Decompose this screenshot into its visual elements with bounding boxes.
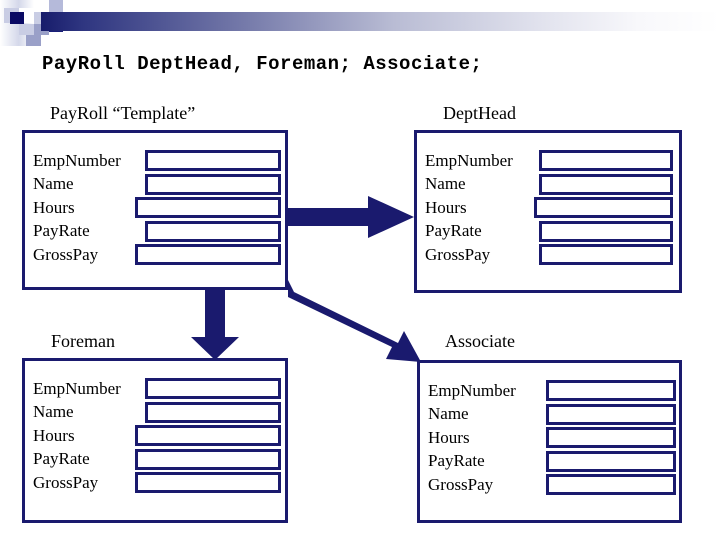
field-input-grosspay[interactable]: [546, 474, 676, 496]
class-box-associate[interactable]: EmpNumber Name Hours PayRate GrossPay: [417, 360, 682, 523]
field-row[interactable]: Name: [33, 401, 281, 425]
field-input-empnumber[interactable]: [145, 150, 281, 172]
field-input-grosspay[interactable]: [539, 244, 673, 266]
field-list-depthead: EmpNumber Name Hours PayRate GrossPay: [425, 149, 673, 267]
field-label: EmpNumber: [33, 150, 121, 170]
field-input-name[interactable]: [539, 173, 673, 195]
field-input-name[interactable]: [145, 173, 281, 195]
class-label-payroll: PayRoll “Template”: [50, 103, 196, 123]
slide-header-decoration: [0, 0, 720, 46]
field-label: Hours: [425, 197, 467, 217]
field-row[interactable]: Hours: [425, 196, 673, 220]
class-label-depthead: DeptHead: [443, 103, 516, 123]
field-row[interactable]: GrossPay: [33, 243, 281, 267]
class-box-foreman[interactable]: EmpNumber Name Hours PayRate GrossPay: [22, 358, 288, 523]
field-label: PayRate: [428, 451, 485, 471]
field-label: EmpNumber: [428, 380, 516, 400]
field-label: Name: [33, 402, 74, 422]
decoration-square-10: [26, 35, 41, 46]
field-row[interactable]: GrossPay: [428, 473, 676, 497]
class-box-payroll[interactable]: EmpNumber Name Hours PayRate GrossPay: [22, 130, 288, 290]
field-input-hours[interactable]: [135, 197, 281, 219]
field-input-empnumber[interactable]: [539, 150, 673, 172]
field-row[interactable]: Name: [425, 173, 673, 197]
field-label: GrossPay: [33, 472, 99, 492]
field-row[interactable]: Name: [428, 403, 676, 427]
field-row[interactable]: GrossPay: [425, 243, 673, 267]
field-label: PayRate: [33, 449, 90, 469]
field-input-hours[interactable]: [546, 427, 676, 449]
field-input-hours[interactable]: [135, 425, 281, 447]
field-list-payroll: EmpNumber Name Hours PayRate GrossPay: [33, 149, 281, 267]
field-row[interactable]: EmpNumber: [428, 379, 676, 403]
field-label: PayRate: [425, 221, 482, 241]
class-label-associate: Associate: [445, 331, 515, 351]
field-label: GrossPay: [33, 244, 99, 264]
decoration-square-4: [49, 0, 63, 12]
field-row[interactable]: PayRate: [33, 448, 281, 472]
field-input-grosspay[interactable]: [135, 244, 281, 266]
field-row[interactable]: EmpNumber: [33, 149, 281, 173]
field-label: Name: [425, 174, 466, 194]
decoration-square-3: [34, 0, 49, 12]
decoration-square-7: [19, 24, 34, 35]
field-label: Name: [428, 404, 469, 424]
field-row[interactable]: Hours: [33, 196, 281, 220]
field-row[interactable]: GrossPay: [33, 471, 281, 495]
field-label: Hours: [428, 427, 470, 447]
field-row[interactable]: PayRate: [428, 450, 676, 474]
field-input-empnumber[interactable]: [145, 378, 281, 400]
field-input-payrate[interactable]: [135, 448, 281, 470]
field-input-grosspay[interactable]: [135, 472, 281, 494]
field-input-payrate[interactable]: [546, 450, 676, 472]
class-label-foreman: Foreman: [51, 331, 115, 351]
field-row[interactable]: EmpNumber: [425, 149, 673, 173]
field-list-associate: EmpNumber Name Hours PayRate GrossPay: [428, 379, 676, 497]
page-title: PayRoll DeptHead, Foreman; Associate;: [42, 53, 483, 75]
field-list-foreman: EmpNumber Name Hours PayRate GrossPay: [33, 377, 281, 495]
field-label: EmpNumber: [425, 150, 513, 170]
field-label: EmpNumber: [33, 378, 121, 398]
field-row[interactable]: Hours: [33, 424, 281, 448]
field-label: Hours: [33, 425, 75, 445]
field-row[interactable]: PayRate: [425, 220, 673, 244]
arrow-payroll-to-associate: [288, 280, 421, 362]
field-input-payrate[interactable]: [539, 220, 673, 242]
decoration-gradient-bar: [41, 12, 720, 31]
class-box-depthead[interactable]: EmpNumber Name Hours PayRate GrossPay: [414, 130, 682, 293]
field-input-hours[interactable]: [534, 197, 673, 219]
field-row[interactable]: PayRate: [33, 220, 281, 244]
field-label: GrossPay: [425, 244, 491, 264]
field-input-payrate[interactable]: [145, 220, 281, 242]
field-row[interactable]: EmpNumber: [33, 377, 281, 401]
field-input-name[interactable]: [546, 403, 676, 425]
field-label: Hours: [33, 197, 75, 217]
arrow-payroll-to-foreman: [191, 290, 239, 360]
field-row[interactable]: Hours: [428, 426, 676, 450]
field-label: GrossPay: [428, 474, 494, 494]
decoration-square-navy: [10, 12, 24, 24]
field-input-name[interactable]: [145, 401, 281, 423]
field-row[interactable]: Name: [33, 173, 281, 197]
field-label: PayRate: [33, 221, 90, 241]
field-input-empnumber[interactable]: [546, 380, 676, 402]
arrow-payroll-to-depthead: [288, 196, 414, 238]
field-label: Name: [33, 174, 74, 194]
